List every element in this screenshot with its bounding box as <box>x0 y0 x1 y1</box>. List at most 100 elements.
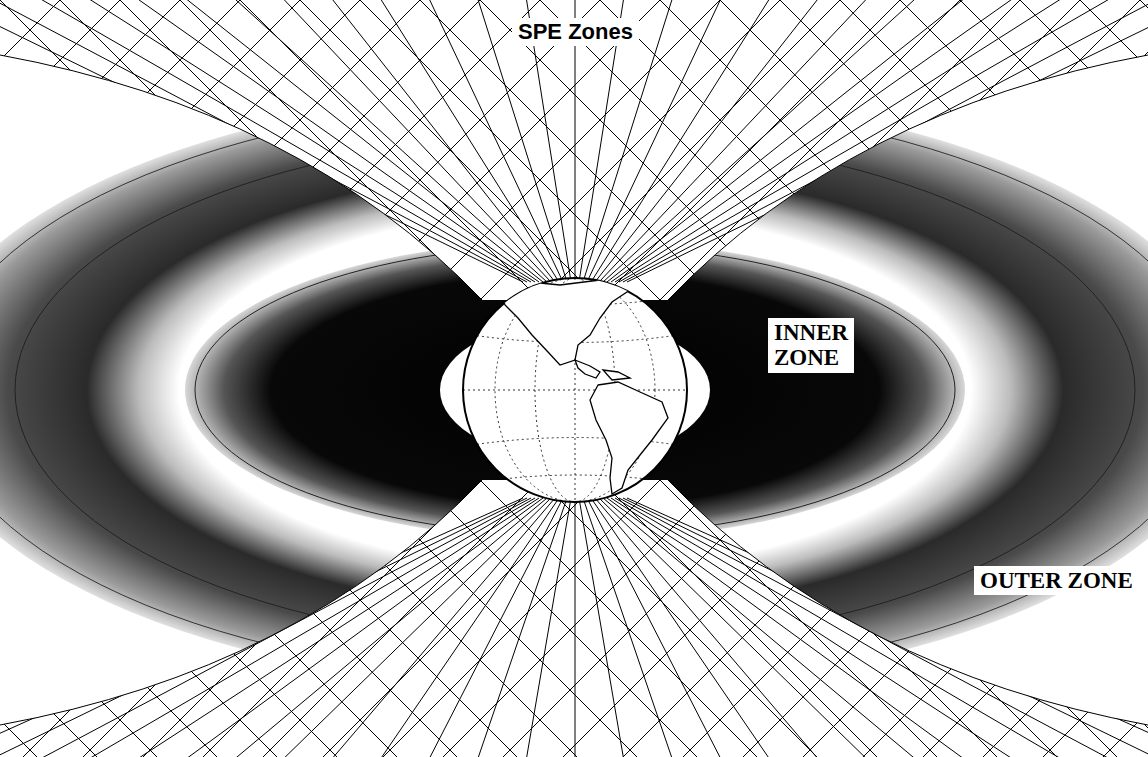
field-line <box>0 420 60 757</box>
field-line <box>60 420 420 757</box>
field-line <box>120 420 480 757</box>
earth-globe <box>463 278 687 502</box>
field-line <box>120 420 480 757</box>
field-line <box>780 420 1140 757</box>
field-line <box>720 0 1080 360</box>
field-line <box>840 0 1148 360</box>
field-line <box>0 0 300 360</box>
field-line <box>0 420 300 757</box>
field-line <box>120 0 480 360</box>
field-line <box>780 0 1140 360</box>
field-line <box>0 420 180 757</box>
continents <box>500 280 668 494</box>
field-line <box>125 0 539 282</box>
field-line <box>660 0 1020 360</box>
field-line <box>0 420 180 757</box>
field-line <box>603 498 925 757</box>
field-line <box>525 498 571 757</box>
field-line <box>0 420 120 757</box>
field-line <box>611 0 1025 282</box>
spe-zone-boundary <box>668 480 1148 725</box>
spe-zone-cap <box>0 0 1148 300</box>
field-line <box>225 0 547 282</box>
field-line <box>0 420 60 757</box>
field-line <box>180 0 540 360</box>
field-line <box>1140 420 1148 757</box>
field-line <box>225 498 547 757</box>
field-line <box>75 498 535 757</box>
field-line <box>1080 0 1148 360</box>
field-line <box>603 0 925 282</box>
field-line <box>275 498 551 757</box>
field-line <box>623 498 1148 757</box>
field-line <box>0 0 60 360</box>
field-line <box>619 0 1125 282</box>
field-line <box>60 0 420 360</box>
field-line <box>0 0 180 360</box>
field-line <box>615 0 1075 282</box>
spe-zone-boundary <box>0 55 482 300</box>
globe-grid <box>463 278 687 502</box>
field-line <box>595 498 825 757</box>
field-line <box>660 0 1020 360</box>
field-line <box>180 420 540 757</box>
field-line <box>627 498 1148 757</box>
field-line <box>600 0 960 360</box>
field-line <box>0 0 527 282</box>
field-line <box>587 498 725 757</box>
field-line <box>780 420 1140 757</box>
field-line <box>120 0 480 360</box>
field-line <box>325 498 555 757</box>
field-line <box>275 0 551 282</box>
field-line <box>0 0 300 360</box>
spe-zone-cap <box>0 480 1148 757</box>
field-line <box>840 0 1148 360</box>
field-line <box>0 420 360 757</box>
field-line <box>75 0 535 282</box>
field-line <box>599 498 875 757</box>
zone-label: INNER ZONE <box>768 318 854 373</box>
field-line <box>1020 0 1148 360</box>
field-line <box>960 0 1148 360</box>
field-line <box>960 0 1148 360</box>
field-line <box>60 0 420 360</box>
field-line <box>619 498 1125 757</box>
field-line <box>1020 0 1148 360</box>
field-line <box>175 0 543 282</box>
field-line <box>0 420 300 757</box>
field-line <box>0 0 60 360</box>
field-line <box>900 0 1148 360</box>
field-line <box>0 420 120 757</box>
field-line <box>600 0 960 360</box>
field-line <box>627 0 1148 282</box>
field-line <box>0 420 240 757</box>
field-line <box>375 498 559 757</box>
field-line <box>0 0 360 360</box>
field-line <box>660 420 1020 757</box>
field-line <box>0 420 240 757</box>
field-line <box>575 498 576 757</box>
field-line <box>720 0 1080 360</box>
field-line <box>960 420 1148 757</box>
field-line <box>1140 420 1148 757</box>
field-line <box>0 0 180 360</box>
zone-label: OUTER ZONE <box>974 566 1139 595</box>
field-line <box>180 0 540 360</box>
field-line <box>840 420 1148 757</box>
field-line <box>0 0 240 360</box>
field-line <box>0 0 360 360</box>
field-line <box>900 0 1148 360</box>
inner-zone-contour <box>195 245 955 535</box>
field-line <box>900 420 1148 757</box>
zone-label: SPE Zones <box>512 18 639 46</box>
field-line <box>840 420 1148 757</box>
field-line <box>1140 0 1148 360</box>
field-line <box>175 498 543 757</box>
field-line <box>900 420 1148 757</box>
field-line <box>611 498 1025 757</box>
field-line <box>0 420 360 757</box>
field-line <box>660 420 1020 757</box>
field-line <box>25 0 531 282</box>
inner-zone-belt <box>185 240 965 540</box>
field-line <box>615 498 1075 757</box>
